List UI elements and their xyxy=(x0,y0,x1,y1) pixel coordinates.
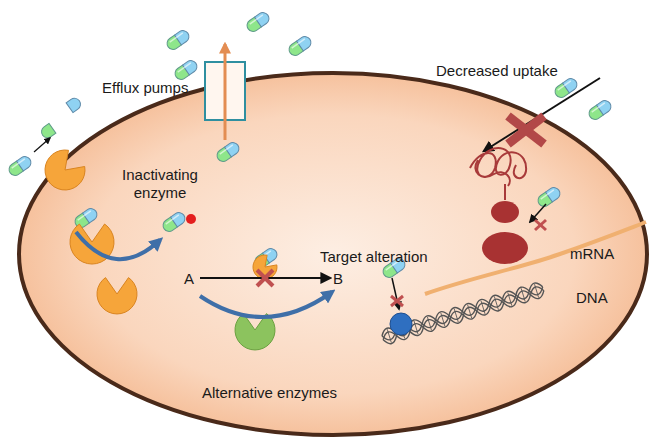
binding-arrow xyxy=(530,204,546,222)
cell-membrane xyxy=(19,73,647,435)
ribosome-large xyxy=(482,232,528,264)
text-label: mRNA xyxy=(570,245,614,263)
block-mark xyxy=(508,116,544,144)
modification-dot xyxy=(186,214,196,224)
text-label: B xyxy=(333,270,343,288)
enzymes xyxy=(45,150,277,350)
block-mark xyxy=(257,270,273,286)
reaction-arrow xyxy=(76,232,160,259)
text-label: Efflux pumps xyxy=(102,79,188,97)
cleaved-pill xyxy=(34,96,83,152)
block-mark xyxy=(535,220,546,230)
target-protein xyxy=(390,313,412,335)
block-mark xyxy=(391,296,403,306)
text-label: DNA xyxy=(576,289,608,307)
text-label: Target alteration xyxy=(320,248,428,266)
reaction-arrow xyxy=(200,292,332,317)
text-label: Inactivating enzyme xyxy=(110,166,210,202)
peptide-chain xyxy=(470,148,526,200)
mrna-strand xyxy=(425,222,646,294)
dna-helix xyxy=(380,281,545,345)
efflux-arrow xyxy=(224,44,227,140)
ribosome-small xyxy=(491,201,519,223)
text-label: A xyxy=(184,270,194,288)
antibiotic-pills xyxy=(7,10,614,280)
text-label: Decreased uptake xyxy=(436,62,558,80)
uptake-arrow xyxy=(484,78,600,151)
text-label: Alternative enzymes xyxy=(202,384,337,402)
